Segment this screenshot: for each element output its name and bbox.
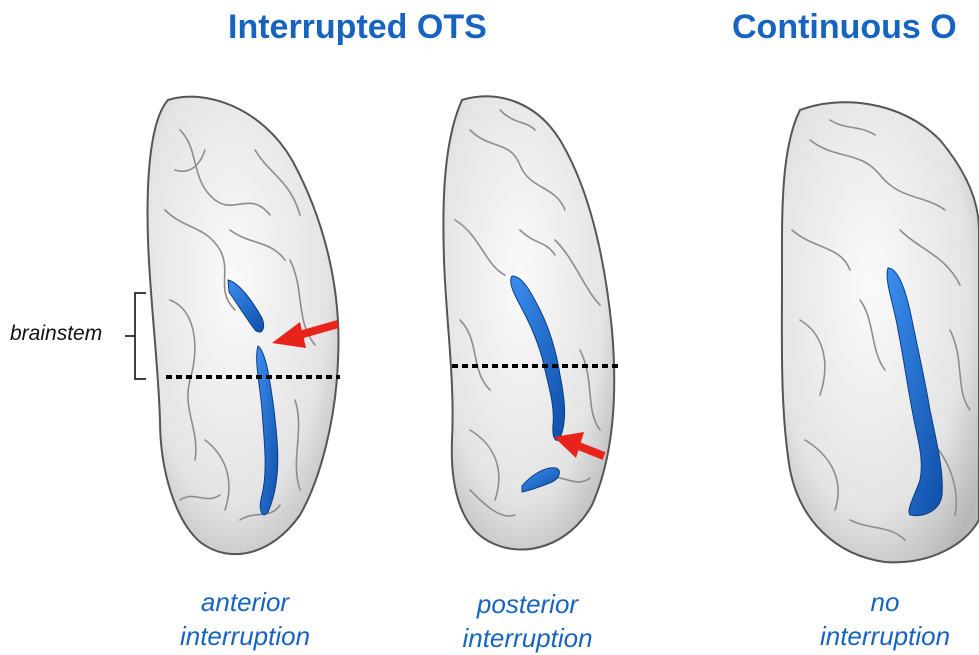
caption-line-1: no (800, 585, 970, 619)
brain-hemisphere-continuous (782, 102, 979, 562)
caption-posterior-interruption: posterior interruption (440, 587, 615, 655)
caption-line-1: anterior (160, 585, 330, 619)
caption-no-interruption: no interruption (800, 585, 970, 653)
caption-line-1: posterior (440, 587, 615, 621)
brainstem-bracket (125, 293, 146, 379)
caption-line-2: interruption (160, 619, 330, 653)
brainstem-label: brainstem (10, 322, 102, 346)
caption-line-2: interruption (800, 619, 970, 653)
brain-hemisphere-posterior (443, 96, 618, 549)
caption-anterior-interruption: anterior interruption (160, 585, 330, 653)
brain-hemisphere-anterior (148, 97, 340, 555)
